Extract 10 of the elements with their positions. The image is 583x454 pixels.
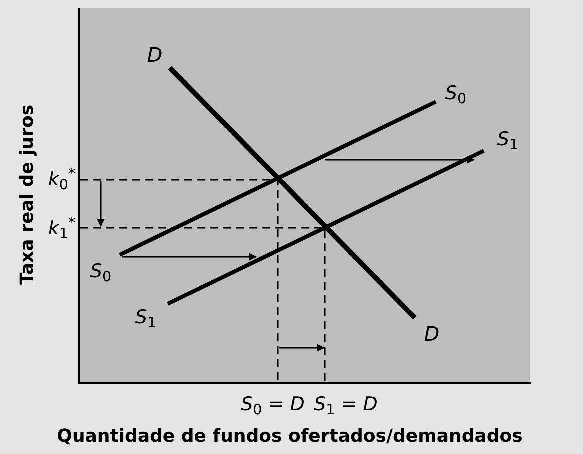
axis-label: S$_{1}$ bbox=[135, 308, 157, 328]
axis-label: S$_{1}$ = D bbox=[314, 396, 378, 414]
axis-title: Quantidade de fundos ofertados/demandados bbox=[57, 428, 523, 446]
axis-title: Taxa real de juros bbox=[19, 104, 37, 286]
curve-label: D bbox=[147, 45, 163, 65]
curve-label: D bbox=[424, 324, 440, 344]
axis-label: S$_{0}$ bbox=[445, 84, 467, 104]
axis-label: S$_{0}$ = D bbox=[241, 396, 305, 414]
axis-label: S$_{1}$ bbox=[497, 130, 519, 150]
axis-label: S$_{0}$ bbox=[90, 262, 112, 282]
